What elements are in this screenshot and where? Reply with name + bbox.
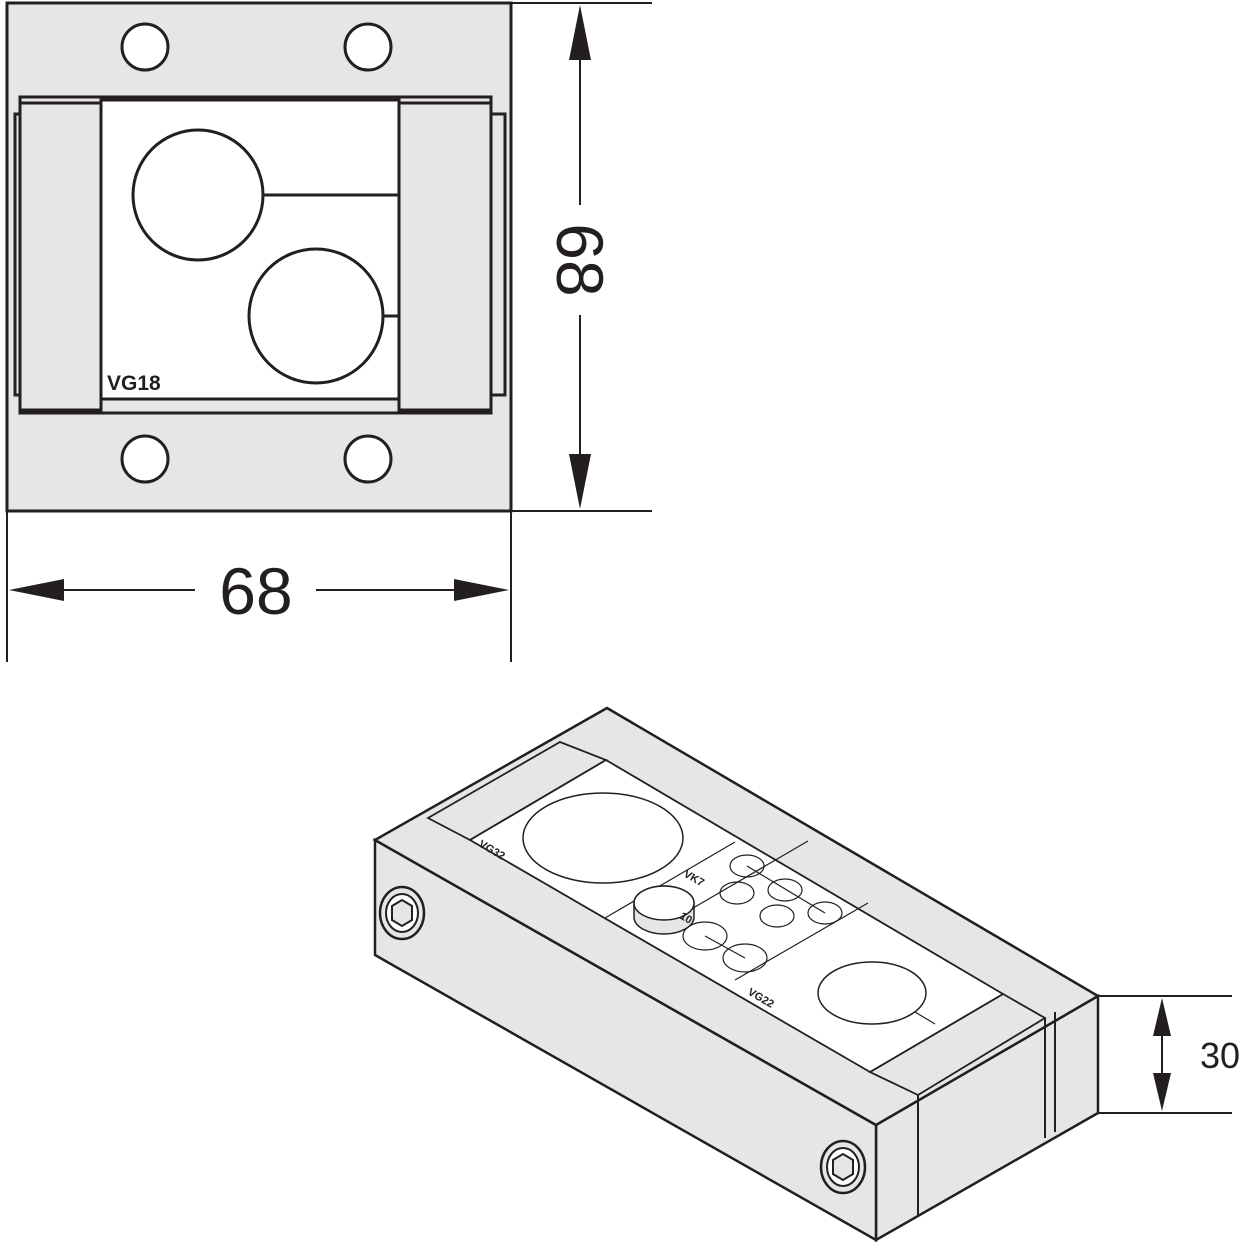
iso-label-10: 10 [678, 910, 695, 927]
insert-label: VG18 [107, 372, 161, 395]
insert-hole-large [131, 128, 265, 262]
iso-hole-vg22 [817, 961, 927, 1025]
dimension-height-iso-view: 30 [1098, 995, 1240, 1114]
dim-iso-height-value: 30 [1200, 1035, 1240, 1076]
hex-socket-screw-icon [378, 885, 426, 941]
mounting-hole-icon [120, 22, 170, 72]
dim-height-value: 68 [543, 223, 617, 296]
left-wedge-strip [18, 101, 103, 412]
mounting-hole-icon [120, 434, 170, 484]
dim-width-value: 68 [219, 554, 292, 628]
isometric-view: VG32 VK7 10 VG22 [372, 706, 1101, 1243]
iso-hole-vg32 [522, 792, 684, 884]
right-wedge-strip [397, 101, 493, 412]
mounting-hole-icon [343, 22, 393, 72]
insert-hole-medium [247, 247, 385, 385]
mounting-hole-icon [343, 434, 393, 484]
dimension-height-top-view: 68 [511, 2, 652, 512]
top-view: VG18 [5, 1, 513, 513]
hex-socket-screw-icon [819, 1139, 867, 1195]
dimension-width-top-view: 68 [6, 511, 512, 662]
